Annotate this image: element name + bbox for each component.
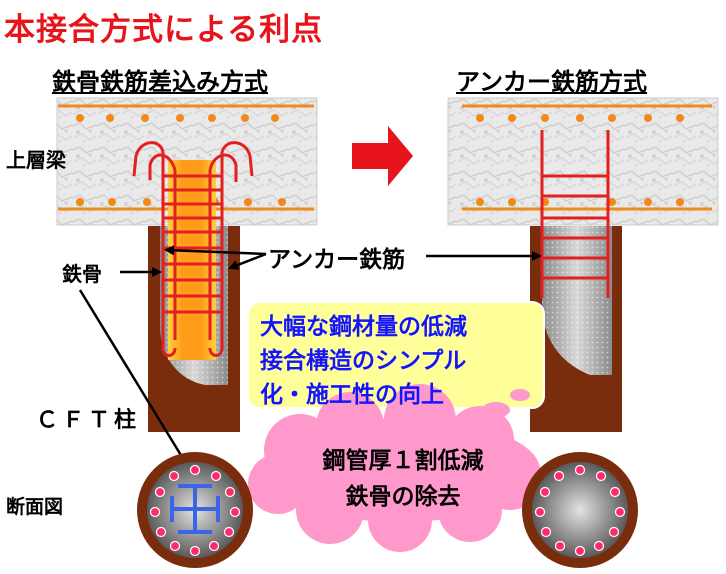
h-steel-icon bbox=[170, 484, 220, 534]
left-rebars bbox=[132, 141, 254, 357]
thought-bubble-small bbox=[510, 389, 530, 401]
cross-section-label: 断面図 bbox=[6, 496, 64, 518]
anchor-rebar-label: アンカー鉄筋 bbox=[268, 247, 406, 273]
right-cross-section bbox=[522, 452, 638, 568]
direction-arrow bbox=[352, 126, 413, 186]
right-upper-beam bbox=[447, 97, 719, 226]
page-title: 本接合方式による利点 bbox=[4, 12, 324, 48]
benefit-text: 大幅な鋼材量の低減 接合構造のシンプル 化・施工性の向上 bbox=[260, 310, 550, 412]
right-method-heading: アンカー鉄筋方式 bbox=[456, 68, 648, 96]
anchor-pointers bbox=[78, 245, 542, 472]
left-method-heading: 鉄骨鉄筋差込み方式 bbox=[52, 68, 268, 96]
left-cft-column bbox=[132, 141, 254, 432]
steel-label: 鉄骨 bbox=[62, 262, 102, 286]
upper-beam-label: 上層梁 bbox=[6, 148, 66, 172]
benefit-line: 化・施工性の向上 bbox=[260, 382, 444, 408]
cft-column-label: ＣＦＴ柱 bbox=[36, 408, 141, 433]
cloud-text: 鋼管厚１割低減 鉄骨の除去 bbox=[278, 443, 528, 515]
cloud-line: 鋼管厚１割低減 bbox=[322, 448, 484, 474]
cloud-line: 鉄骨の除去 bbox=[345, 484, 461, 510]
benefit-line: 大幅な鋼材量の低減 bbox=[260, 314, 467, 340]
right-cft-column bbox=[530, 130, 622, 432]
right-anchor-rebars bbox=[540, 130, 610, 298]
reduction-cloud bbox=[248, 384, 542, 552]
left-cross-section bbox=[137, 452, 253, 568]
benefit-line: 接合構造のシンプル bbox=[260, 348, 467, 374]
